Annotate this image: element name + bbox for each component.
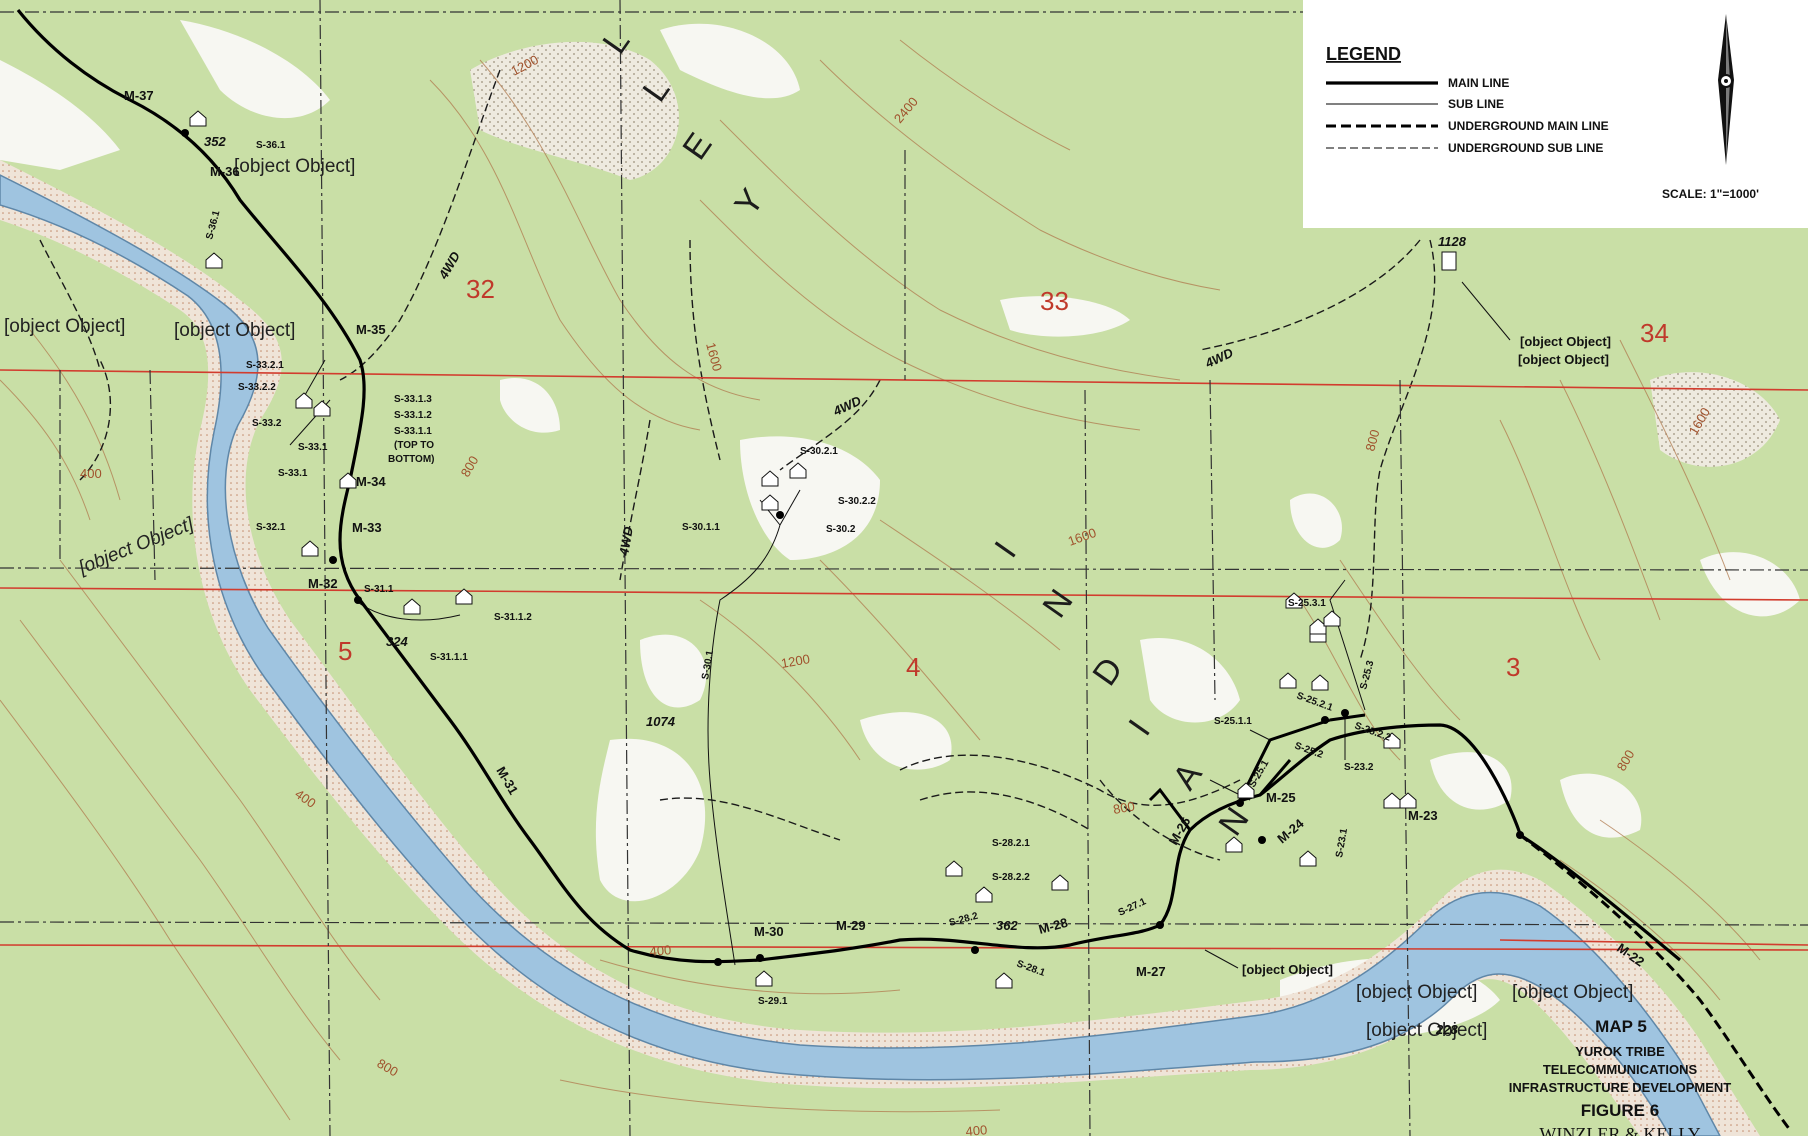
title-line: TELECOMMUNICATIONS (1543, 1062, 1698, 1077)
svg-text:S-33.2.2: S-33.2.2 (238, 382, 276, 393)
elevation-label: 352 (204, 134, 226, 149)
figure-number: FIGURE 6 (1581, 1101, 1659, 1120)
place-label: [object Object] (174, 320, 295, 341)
contour-label: 800 (1112, 798, 1136, 817)
svg-text:S-31.1.2: S-31.1.2 (494, 612, 532, 623)
contour-label: 1200 (780, 651, 811, 671)
place-label: [object Object] (234, 156, 355, 177)
north-arrow-icon (1718, 14, 1734, 165)
section-number: 4 (906, 652, 920, 682)
water-station-label: [object Object] (1520, 334, 1611, 349)
legend-item: MAIN LINE (1448, 76, 1509, 90)
elevation-label: 228 (1435, 1022, 1458, 1037)
legend-item: UNDERGROUND MAIN LINE (1448, 119, 1609, 133)
svg-text:M-37: M-37 (124, 88, 154, 103)
section-number: 33 (1040, 286, 1069, 316)
svg-text:M-27: M-27 (1136, 964, 1166, 979)
contour-label: 800 (1362, 428, 1382, 453)
elevation-label: 1074 (646, 714, 676, 729)
svg-text:M-23: M-23 (1408, 808, 1438, 823)
place-label: [object Object] (1512, 982, 1633, 1003)
title-line: YUROK TRIBE (1575, 1044, 1665, 1059)
svg-text:M-34: M-34 (356, 474, 386, 489)
svg-text:S-30.2.1: S-30.2.1 (800, 446, 838, 457)
scale-label: SCALE: 1"=1000' (1662, 187, 1759, 201)
svg-text:S-23.1: S-23.1 (1334, 827, 1350, 858)
section-number: 5 (338, 636, 352, 666)
headstart-label: [object Object] (1242, 962, 1333, 977)
map-number: MAP 5 (1595, 1017, 1647, 1036)
svg-text:S-32.1: S-32.1 (256, 522, 286, 533)
dashed-roads (39, 69, 1436, 861)
contour-label: 400 (965, 1122, 988, 1136)
svg-text:S-25.1.1: S-25.1.1 (1214, 716, 1252, 727)
place-label: [object Object] (1366, 1020, 1487, 1041)
svg-text:S-33.1.3: S-33.1.3 (394, 394, 432, 405)
svg-text:S-33.1: S-33.1 (278, 468, 308, 479)
svg-text:S-31.1: S-31.1 (364, 584, 394, 595)
title-line: INFRASTRUCTURE DEVELOPMENT (1509, 1080, 1732, 1095)
svg-text:BOTTOM): BOTTOM) (388, 454, 434, 465)
svg-text:S-28.2.2: S-28.2.2 (992, 872, 1030, 883)
svg-text:M-28: M-28 (1037, 915, 1069, 937)
svg-text:S-29.1: S-29.1 (758, 996, 788, 1007)
main-nodes (181, 129, 1524, 966)
water-station-label: [object Object] (1518, 352, 1609, 367)
contour-label: 400 (649, 942, 672, 959)
svg-text:S-30.2: S-30.2 (826, 524, 856, 535)
contour-lines (0, 39, 1761, 1121)
contour-label: 1600 (703, 341, 725, 373)
svg-text:M-36: M-36 (210, 164, 240, 179)
legend: LEGEND MAIN LINE SUB LINE UNDERGROUND MA… (1303, 0, 1808, 228)
legend-item: SUB LINE (1448, 97, 1504, 111)
svg-text:S-33.1: S-33.1 (298, 442, 328, 453)
water-tank (1441, 251, 1457, 271)
klamath-river (0, 160, 1760, 1136)
svg-text:M-29: M-29 (836, 918, 866, 933)
svg-text:M-25: M-25 (1266, 790, 1296, 805)
svg-text:M-32: M-32 (308, 576, 338, 591)
road-label: 4WD (616, 525, 636, 558)
legend-title: LEGEND (1326, 44, 1401, 64)
svg-text:S-33.2.1: S-33.2.1 (246, 360, 284, 371)
svg-text:S-23.2: S-23.2 (1344, 762, 1374, 773)
section-number: 3 (1506, 652, 1520, 682)
svg-text:M-35: M-35 (356, 322, 386, 337)
svg-text:S-28.2.1: S-28.2.1 (992, 838, 1030, 849)
place-label: [object Object] (4, 316, 125, 337)
contour-label: 400 (80, 466, 102, 481)
section-number: 32 (466, 274, 495, 304)
svg-text:S-36.1: S-36.1 (256, 140, 286, 151)
elevation-label: 1128 (1438, 234, 1467, 249)
svg-text:S-30.1: S-30.1 (700, 649, 716, 680)
svg-text:S-30.1.1: S-30.1.1 (682, 522, 720, 533)
svg-text:S-31.1.1: S-31.1.1 (430, 652, 468, 663)
underground-main-line (1519, 833, 1792, 1131)
title-block: MAP 5 YUROK TRIBE TELECOMMUNICATIONS INF… (1509, 1017, 1732, 1136)
svg-text:S-33.1.1: S-33.1.1 (394, 426, 432, 437)
svg-text:S-30.2.2: S-30.2.2 (838, 496, 876, 507)
svg-text:S-33.1.2: S-33.1.2 (394, 410, 432, 421)
elevation-label: 324 (386, 634, 408, 649)
svg-text:M-33: M-33 (352, 520, 382, 535)
firm-logo: WINZLER & KELLY (1539, 1124, 1700, 1136)
place-label: [object Object] (1356, 982, 1477, 1003)
svg-text:S-33.2: S-33.2 (252, 418, 282, 429)
svg-text:M-30: M-30 (754, 924, 784, 939)
section-number: 34 (1640, 318, 1669, 348)
svg-text:(TOP TO: (TOP TO (394, 440, 434, 451)
house-markers (189, 110, 1417, 989)
elevation-label: 362 (996, 918, 1018, 933)
section-lines (0, 369, 1808, 951)
legend-item: UNDERGROUND SUB LINE (1448, 141, 1603, 155)
svg-text:S-25.3.1: S-25.3.1 (1288, 598, 1326, 609)
